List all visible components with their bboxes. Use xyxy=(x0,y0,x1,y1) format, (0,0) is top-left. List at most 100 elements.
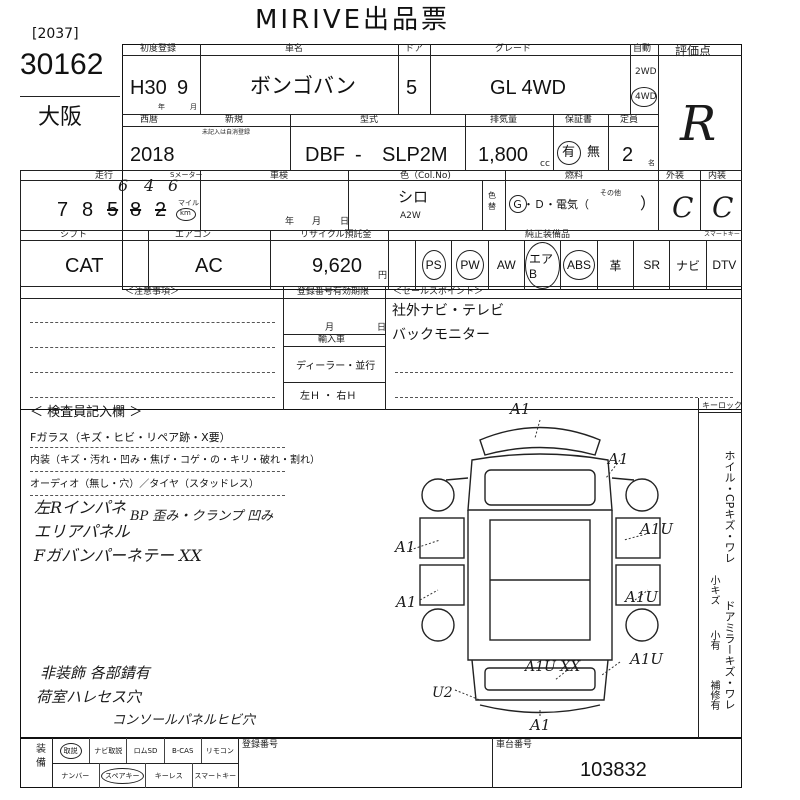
mileage-digit-2: 8 xyxy=(82,199,94,221)
label-fuel: 燃料 xyxy=(565,171,584,181)
equipment-label: ABS xyxy=(562,250,595,280)
equipment-2: PW xyxy=(451,240,487,290)
footer-equip-item: 取説 xyxy=(52,738,89,763)
label-score: 評価点 xyxy=(675,44,712,58)
sales-point-1: 社外ナビ・テレビ xyxy=(392,303,504,319)
footer-equip-item: スペアキー xyxy=(98,763,146,788)
label-aircon: エアコン xyxy=(175,230,212,240)
label-new-reg: 新規 xyxy=(225,115,244,125)
note-line-1: 左Rインパネ xyxy=(34,498,127,517)
footer-equip-label: ナンバー xyxy=(61,771,90,780)
footer-equip-label: キーレス xyxy=(154,771,183,780)
mark-front-right: A1 xyxy=(608,450,629,468)
equipment-7: SR xyxy=(633,240,669,290)
color-code: A2W xyxy=(400,211,421,221)
drive-4wd: 4WD xyxy=(635,92,657,102)
label-interior: 内装 xyxy=(708,171,727,181)
year-value: 2018 xyxy=(130,144,175,166)
equipment-label: PW xyxy=(456,250,484,280)
fuel-close: ） xyxy=(640,194,657,213)
mark-rear-right: A1U xyxy=(630,650,664,668)
reg-day: 日 xyxy=(377,323,387,333)
side-repair: 補修有 xyxy=(708,680,719,710)
note-line-bp: BP 歪み・クランプ 凹み xyxy=(130,509,274,524)
first-reg-month: 9 xyxy=(177,77,189,99)
region: 大阪 xyxy=(38,105,83,130)
fuel-g-circle xyxy=(509,195,527,213)
note-line-7: コンソールパネルヒビ穴 xyxy=(112,713,256,728)
sales-point-2: バックモニター xyxy=(392,327,490,343)
mileage-digit-4: 8 xyxy=(130,199,142,221)
label-doors: ドア xyxy=(405,44,424,54)
side-small: 小有 xyxy=(708,630,719,650)
fuel-options: Ｇ・Ｄ・電気（ xyxy=(512,198,589,211)
dealer-option: ディーラー・並行 xyxy=(296,361,376,372)
warranty-yes: 有 xyxy=(562,145,576,160)
side-scratch: 小キズ xyxy=(708,575,719,605)
label-import: 輸入車 xyxy=(318,335,346,345)
drive-4wd-circle xyxy=(631,87,657,107)
label-first-reg: 初度登録 xyxy=(140,44,177,54)
aircon-value: AC xyxy=(195,255,223,277)
color-value: シロ xyxy=(398,188,429,206)
footer-equip-item: キーレス xyxy=(145,763,192,788)
first-reg-era: H30 xyxy=(130,77,167,99)
equipment-9: DTV xyxy=(705,240,742,290)
label-color: 色（Col.No) xyxy=(400,171,451,181)
label-recycle: リサイクル預託金 xyxy=(300,230,372,240)
drive-2wd: 2WD xyxy=(635,67,657,77)
inspection-block xyxy=(20,398,742,738)
footer-equip-item: リモコン xyxy=(200,738,238,763)
footer-equip-label: リモコン xyxy=(205,746,234,755)
mark-front: A1 xyxy=(510,400,531,418)
label-equipment: 純正装備品 xyxy=(525,230,571,240)
interior-value: C xyxy=(712,191,734,224)
mileage-digit-1: 7 xyxy=(57,199,69,221)
label-capacity: 定員 xyxy=(620,115,639,125)
cc-unit: cc xyxy=(540,159,550,169)
handle-option: 左Ｈ ・ 右Ｈ xyxy=(300,391,357,402)
note-line-2: エリアパネル xyxy=(34,522,130,541)
label-meter: Sメーター xyxy=(170,171,203,179)
equipment-6: 革 xyxy=(596,240,633,290)
month-unit: 月 xyxy=(190,103,197,111)
label-warranty: 保証書 xyxy=(565,115,593,125)
equipment-label: エアB xyxy=(525,241,561,289)
mark-rear-center: A1U XX xyxy=(525,659,581,675)
label-year: 西暦 xyxy=(140,115,159,125)
side-wheel: ホイル・CPキズ・ワレ xyxy=(723,450,736,564)
label-name: 車名 xyxy=(285,44,304,54)
inspection-heading: ＜ 検査員記入欄 ＞ xyxy=(30,405,143,420)
label-shift: シフト xyxy=(60,230,88,240)
capacity-value: 2 xyxy=(622,144,634,166)
note-line-5: 非装飾 各部錆有 xyxy=(40,664,150,682)
capacity-unit: 名 xyxy=(648,159,655,167)
car-name: ボンゴバン xyxy=(250,75,357,98)
inspection-month: 月 xyxy=(312,217,322,227)
note-line-3: Fガバンパーネテー XX xyxy=(34,546,202,565)
side-mirror: ドアミラーキズ・ワレ xyxy=(723,600,736,710)
equipment-5: ABS xyxy=(560,240,596,290)
equipment-3: AW xyxy=(487,240,524,290)
footer-equip-item: スマートキー xyxy=(191,763,239,788)
model-dash: - xyxy=(355,144,362,166)
mileage-unit-km: km xyxy=(180,209,191,217)
label-smart-key: スマートキー xyxy=(704,231,740,238)
inspection-day: 日 xyxy=(340,217,350,227)
footer-equip-item: ロムSD xyxy=(126,738,163,763)
car-diagram xyxy=(409,419,661,718)
footer-equip-item: ナンバー xyxy=(52,763,99,788)
footer-block xyxy=(20,738,742,788)
label-notes: ＜注意事項＞ xyxy=(125,287,180,297)
warranty-yes-circle xyxy=(557,141,581,165)
check-audio-tire: オーディオ（無し・穴）／タイヤ（スタッドレス） xyxy=(30,479,259,490)
footer-equip-item: ナビ取説 xyxy=(89,738,126,763)
mileage-digit-5: 2 xyxy=(155,199,167,221)
note-line-6: 荷室ハレセス穴 xyxy=(36,688,142,706)
lot-number: 30162 xyxy=(20,48,104,81)
shift-value: CAT xyxy=(65,255,104,277)
footer-reg-label: 登録番号 xyxy=(242,740,279,750)
equipment-label: SR xyxy=(643,258,660,272)
